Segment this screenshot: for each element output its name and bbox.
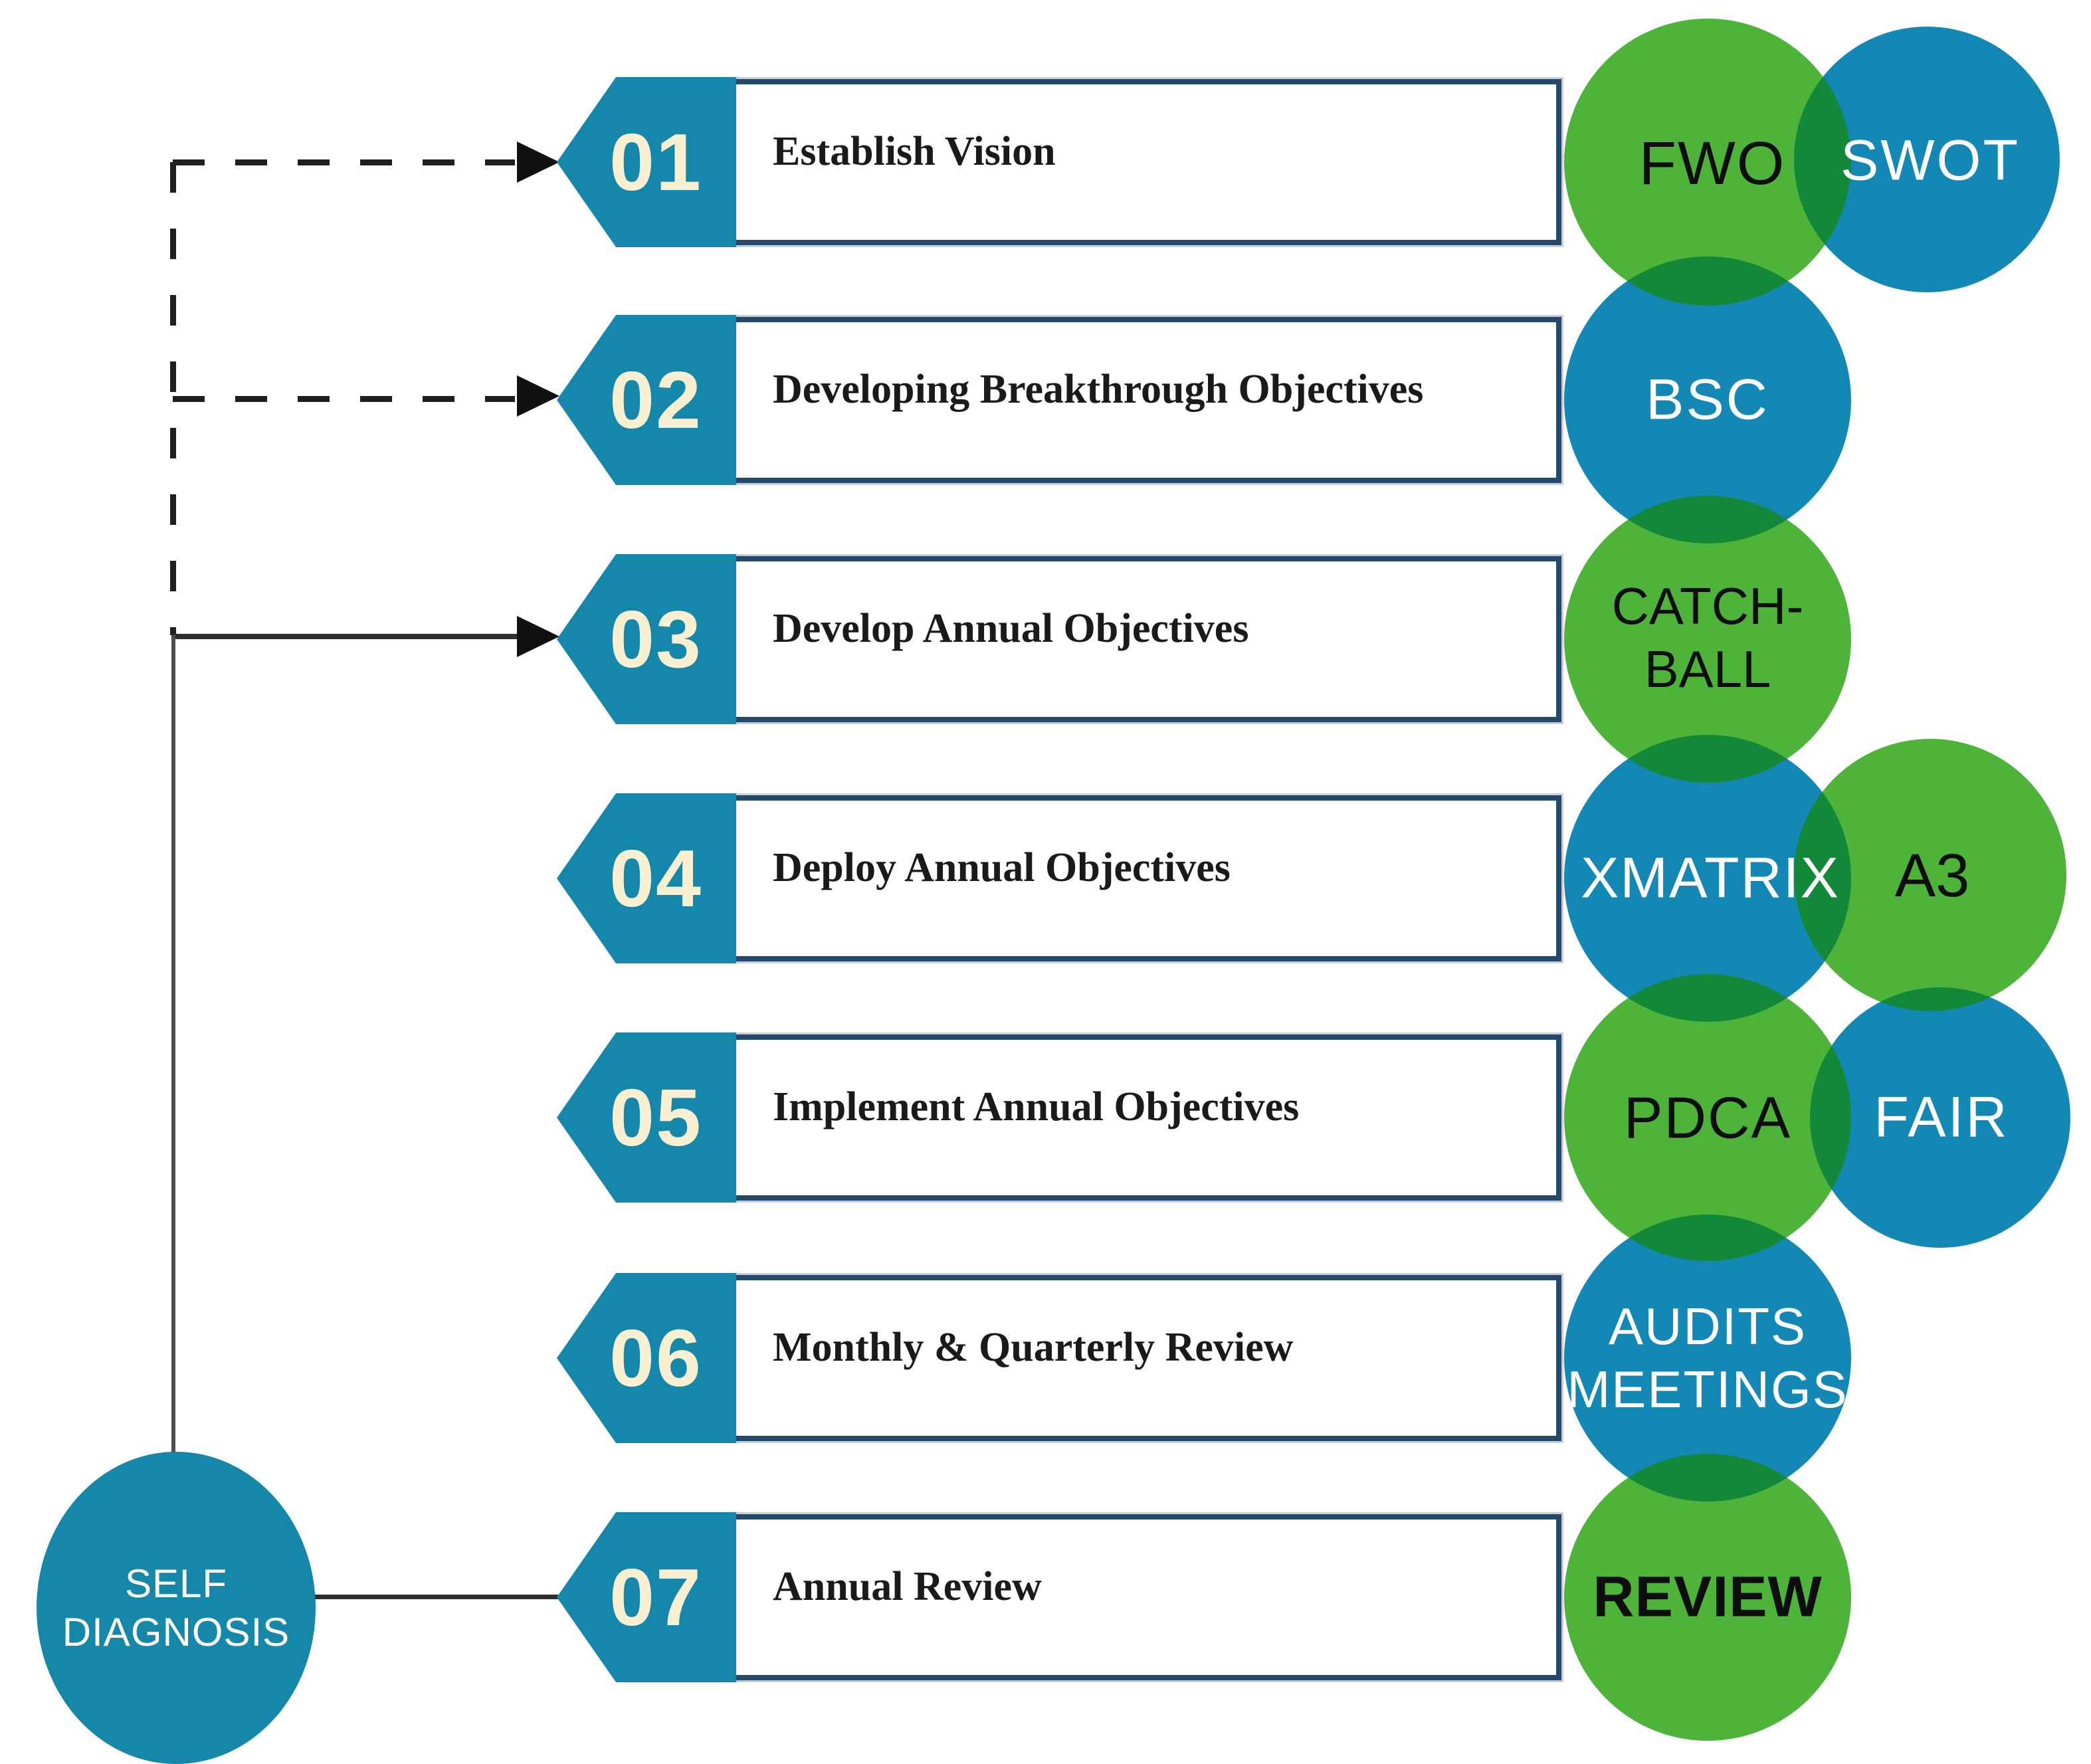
step-number: 07 bbox=[609, 1552, 702, 1642]
step-title: Deploy Annual Objectives bbox=[773, 844, 1231, 890]
step-box-03: Develop Annual Objectives bbox=[731, 556, 1561, 722]
arrowhead-icon bbox=[517, 616, 559, 657]
tool-circle-fair bbox=[1810, 987, 2070, 1248]
step-row-07: Annual Review 07 bbox=[557, 1512, 1561, 1682]
tool-label-a3: A3 bbox=[1894, 841, 1970, 910]
step-title: Implement Annual Objectives bbox=[773, 1084, 1300, 1129]
step-number: 02 bbox=[609, 355, 702, 445]
dashed-connector-step1 bbox=[173, 159, 515, 165]
step-number: 06 bbox=[609, 1313, 702, 1403]
dashed-connector-step2 bbox=[173, 396, 515, 402]
tool-label-fair: FAIR bbox=[1874, 1085, 2009, 1149]
step-box-01: Establish Vision bbox=[731, 79, 1561, 245]
solid-connector-step7 bbox=[311, 1595, 558, 1599]
step-box-07: Annual Review bbox=[731, 1514, 1561, 1680]
arrowhead-icon bbox=[517, 375, 559, 417]
tool-label-review: REVIEW bbox=[1593, 1565, 1823, 1629]
tool-label-fwo: FWO bbox=[1639, 129, 1786, 197]
solid-connector-rail bbox=[171, 635, 175, 1454]
tool-circle-a3 bbox=[1794, 739, 2066, 1011]
step-box-05: Implement Annual Objectives bbox=[731, 1034, 1561, 1201]
tool-label-pdca: PDCA bbox=[1623, 1084, 1792, 1151]
step-title: Annual Review bbox=[773, 1563, 1042, 1609]
solid-connector-step3 bbox=[173, 634, 518, 639]
tool-circle-swot bbox=[1794, 27, 2060, 292]
step-box-04: Deploy Annual Objectives bbox=[731, 795, 1561, 961]
tool-label-audits-meetings: AUDITS MEETINGS bbox=[1567, 1296, 1848, 1419]
step-title: Establish Vision bbox=[773, 128, 1056, 174]
step-row-03: Develop Annual Objectives 03 bbox=[557, 554, 1561, 724]
self-diagnosis-circle bbox=[37, 1452, 316, 1764]
self-diagnosis-label: SELF DIAGNOSIS bbox=[62, 1561, 290, 1654]
tool-label-xmatrix: XMATRIX bbox=[1581, 846, 1840, 910]
tool-label-swot: SWOT bbox=[1841, 128, 2020, 193]
step-title: Developing Breakthrough Objectives bbox=[773, 366, 1424, 412]
step-chevron-05: 05 bbox=[557, 1032, 736, 1203]
step-row-02: Developing Breakthrough Objectives 02 bbox=[557, 315, 1561, 485]
tool-circle-pdca bbox=[1564, 974, 1851, 1261]
arrowhead-icon bbox=[517, 142, 559, 183]
step-row-05: Implement Annual Objectives 05 bbox=[557, 1032, 1561, 1203]
step-number: 03 bbox=[609, 594, 702, 684]
step-title: Monthly & Quarterly Review bbox=[773, 1324, 1294, 1370]
step-number: 05 bbox=[609, 1072, 702, 1163]
step-row-06: Monthly & Quarterly Review 06 bbox=[557, 1273, 1561, 1443]
step-row-01: Establish Vision 01 bbox=[557, 77, 1561, 247]
step-box-02: Developing Breakthrough Objectives bbox=[731, 317, 1561, 483]
tool-label-catchball: CATCH- BALL bbox=[1611, 576, 1804, 698]
step-number: 01 bbox=[609, 117, 702, 207]
tool-label-bsc: BSC bbox=[1646, 367, 1769, 432]
step-number: 04 bbox=[609, 833, 702, 924]
step-box-06: Monthly & Quarterly Review bbox=[731, 1275, 1561, 1441]
tool-circle-review bbox=[1564, 1454, 1851, 1741]
step-row-04: Deploy Annual Objectives 04 bbox=[557, 793, 1561, 963]
dashed-connector-rail bbox=[170, 162, 176, 635]
step-title: Develop Annual Objectives bbox=[773, 605, 1249, 651]
